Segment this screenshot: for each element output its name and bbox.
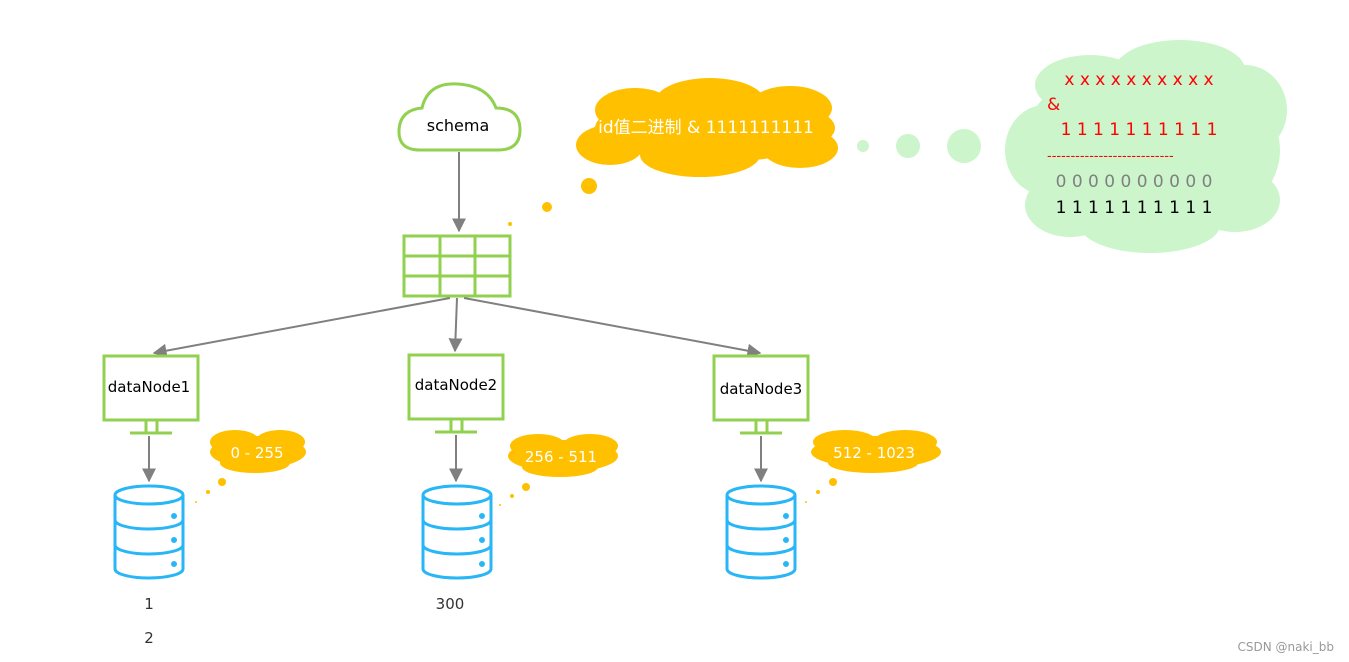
node1-monitor-icon	[102, 354, 200, 435]
calc-row-x: x x x x x x x x x x	[1064, 70, 1213, 90]
schema-cloud-icon	[397, 82, 522, 152]
node1-range-label: 0 - 255	[230, 444, 283, 462]
calc-row-zeros: 0 0 0 0 0 0 0 0 0 0	[1056, 172, 1213, 192]
calc-row-result: 1 1 1 1 1 1 1 1 1 1	[1056, 198, 1213, 218]
arrow-router-to-node1	[152, 297, 451, 358]
db3-database-icon	[725, 484, 797, 580]
node2-range-label: 256 - 511	[525, 448, 597, 466]
calc-cloud	[1005, 40, 1287, 253]
node3-label: dataNode3	[720, 380, 802, 398]
node3-range-label: 512 - 1023	[833, 444, 915, 462]
formula-label: id值二进制 & 1111111111	[598, 118, 814, 138]
arrow-router-to-node3	[463, 297, 762, 358]
node3-monitor-icon	[712, 354, 810, 435]
node3-range-cloud	[811, 430, 941, 473]
db1-database-icon	[113, 484, 185, 580]
db1-value-1: 1	[144, 595, 154, 613]
node2-range-dots	[499, 483, 530, 506]
calc-op-and: &	[1047, 95, 1060, 115]
watermark: CSDN @naki_bb	[1237, 640, 1334, 654]
calc-divider: ---------------------------	[1047, 149, 1174, 164]
db1-value-2: 2	[144, 629, 154, 647]
node3-range-dots	[805, 478, 837, 503]
router-table-grid-icon	[402, 234, 512, 298]
node2-range-cloud	[508, 434, 618, 477]
node2-label: dataNode2	[415, 376, 497, 394]
node1-range-cloud	[210, 430, 306, 473]
arrow-router-to-node2	[448, 297, 463, 353]
calc-thought-dots	[857, 129, 981, 163]
db2-value-1: 300	[436, 595, 465, 613]
db2-database-icon	[421, 484, 493, 580]
formula-thought-dots	[508, 178, 597, 226]
schema-label: schema	[427, 116, 490, 135]
node2-monitor-icon	[407, 353, 505, 434]
calc-row-ones-red: 1 1 1 1 1 1 1 1 1 1	[1061, 120, 1218, 140]
formula-cloud	[576, 78, 838, 177]
node1-label: dataNode1	[108, 378, 190, 396]
node1-range-dots	[195, 478, 226, 503]
